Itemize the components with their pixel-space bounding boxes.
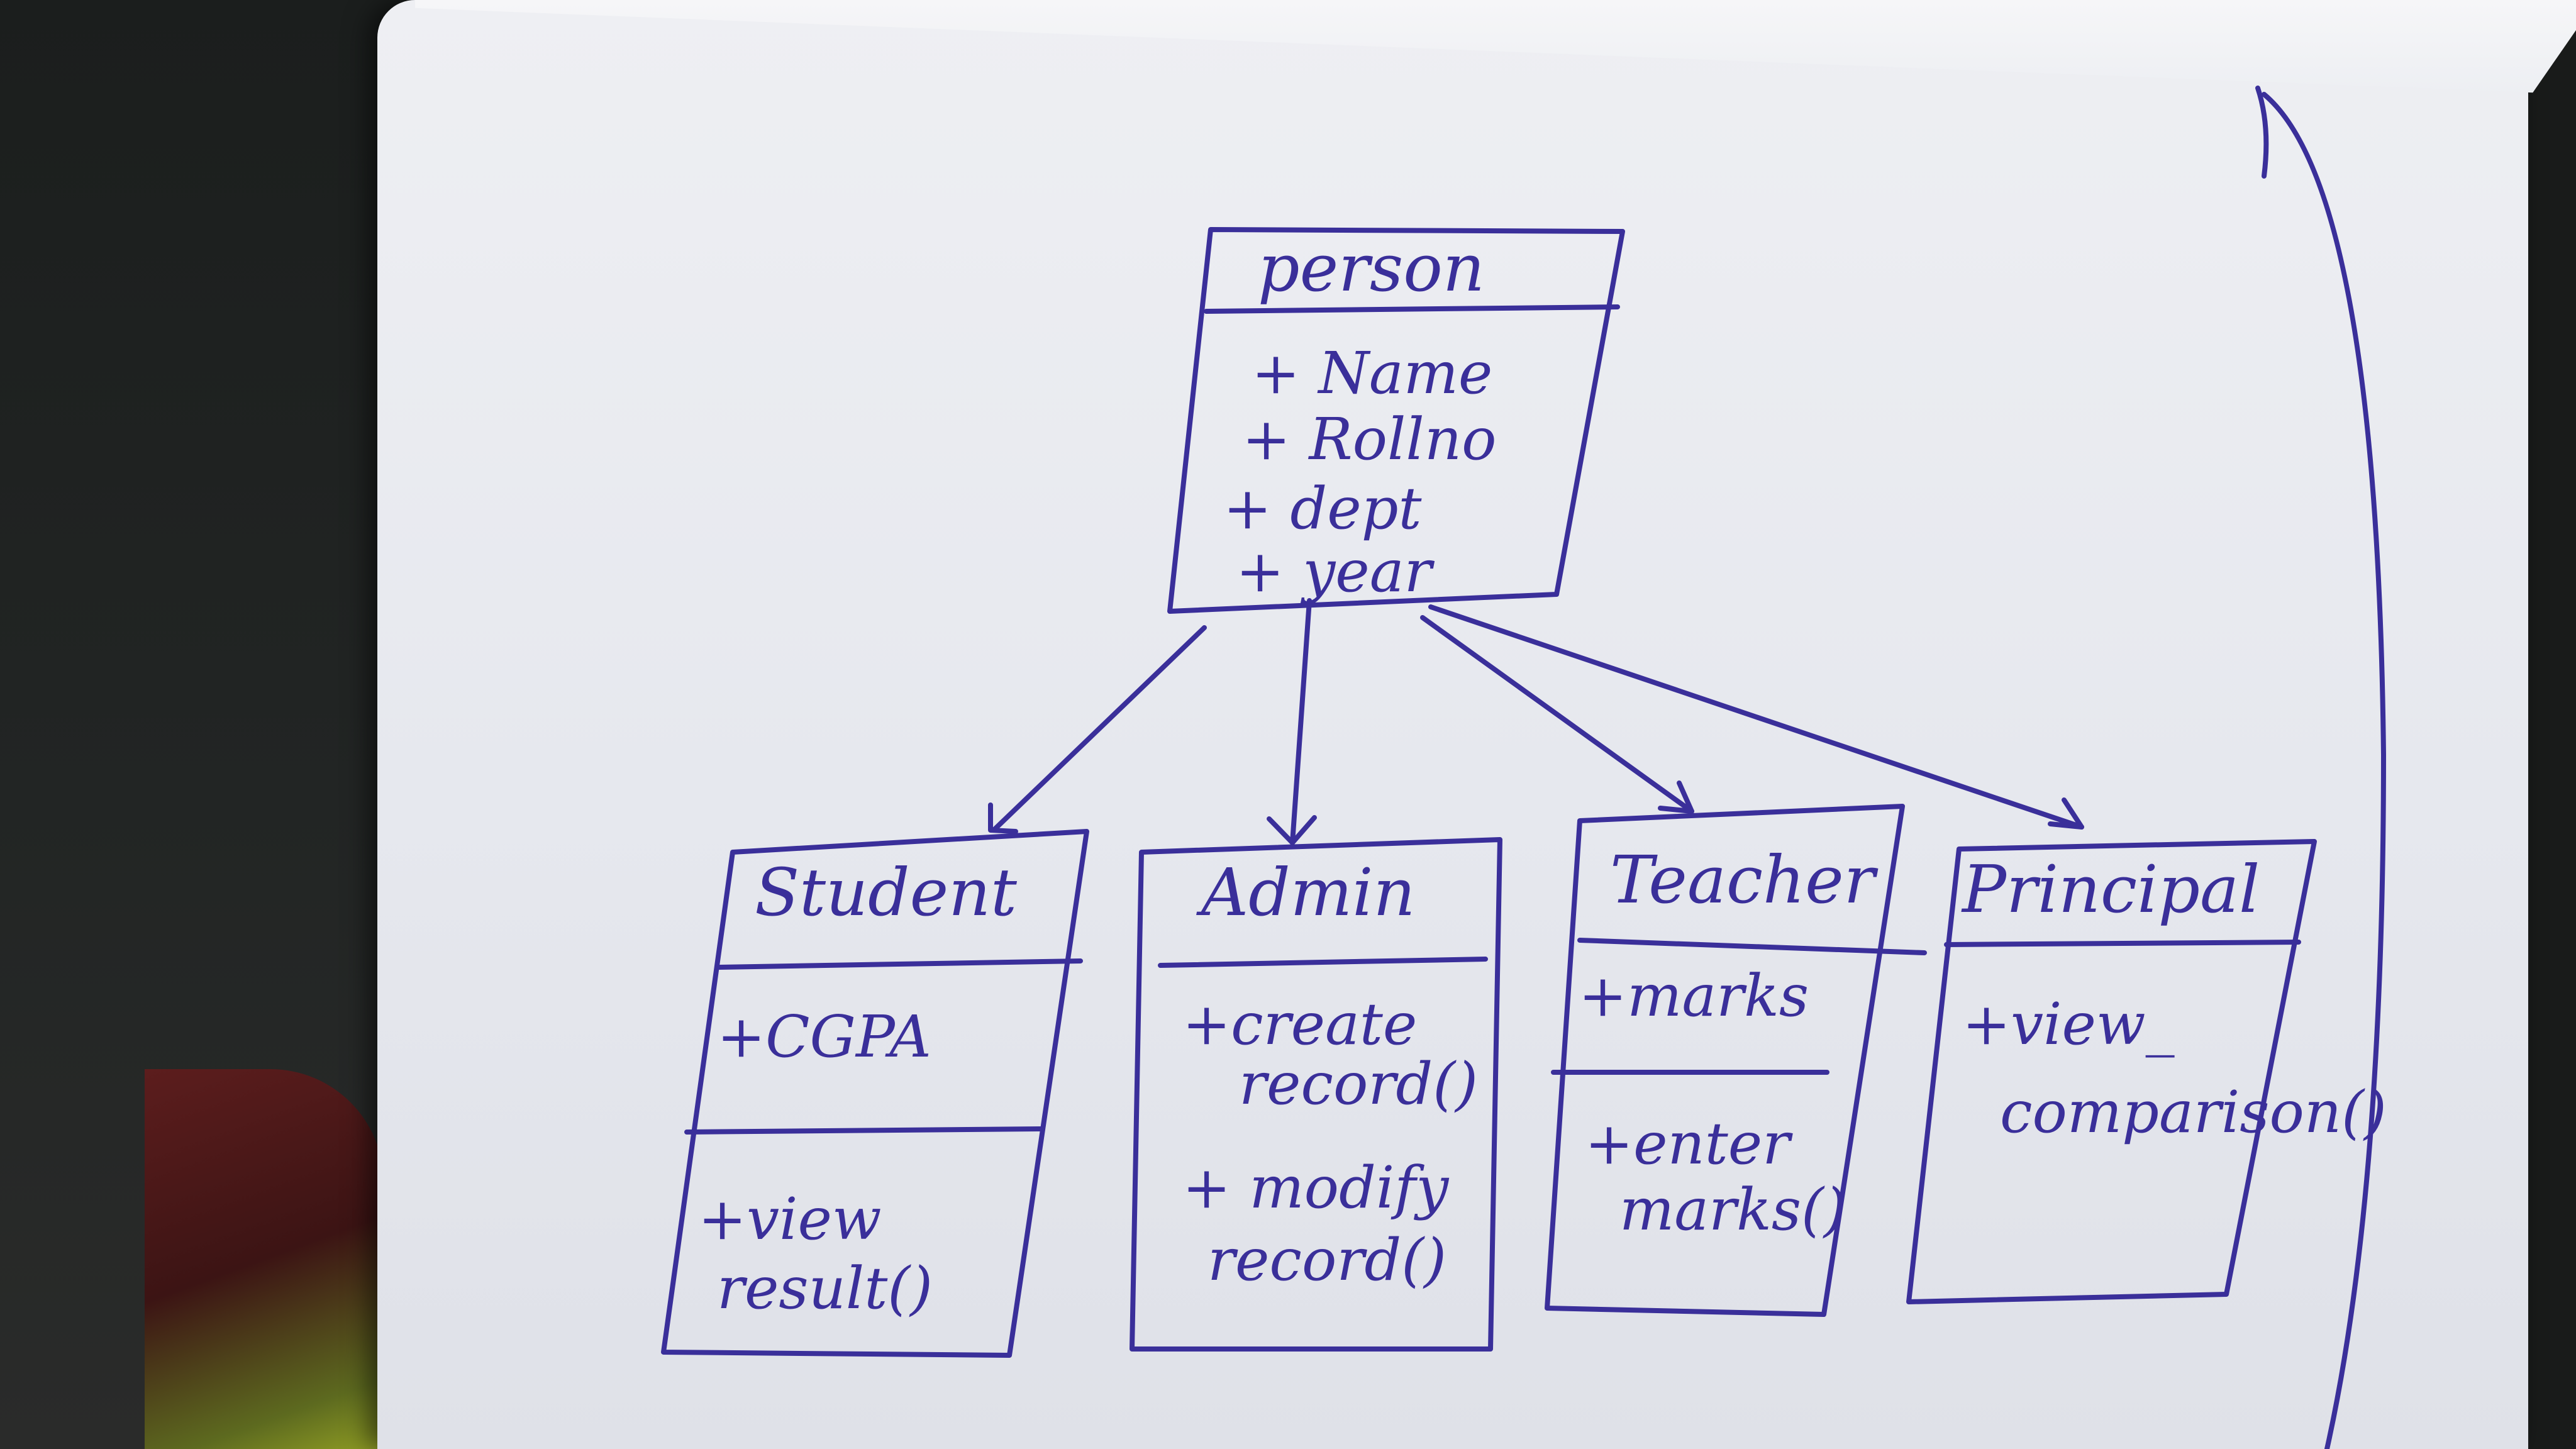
- person-attribute-name: + Name: [1252, 340, 1492, 407]
- arrowhead-principal: [2048, 797, 2084, 830]
- fabric-in-background: [145, 1069, 384, 1449]
- person-title-divider: [1204, 304, 1620, 314]
- principal-method-view: +view_: [1962, 991, 2175, 1058]
- principal-method-comparison: comparison(): [2000, 1079, 2387, 1146]
- admin-method-record-1: record(): [1239, 1050, 1478, 1118]
- teacher-attribute-marks: +marks: [1579, 962, 1809, 1030]
- inheritance-arrows: [988, 598, 2084, 845]
- principal-class-title: Principal: [1961, 851, 2260, 928]
- person-attribute-year: + year: [1236, 538, 1435, 605]
- student-title-divider: [714, 958, 1083, 970]
- arrowhead-admin: [1267, 815, 1317, 845]
- admin-class-box: Admin +create record() + modify record(): [1130, 837, 1502, 1352]
- admin-class-title: Admin: [1196, 854, 1416, 931]
- student-attr-divider: [684, 1126, 1043, 1135]
- student-class-title: Student: [755, 854, 1017, 931]
- principal-box-outline: [1906, 839, 2317, 1304]
- teacher-method-marks: marks(): [1619, 1176, 1846, 1243]
- principal-class-box: Principal +view_ comparison(): [1906, 839, 2387, 1304]
- admin-title-divider: [1158, 957, 1488, 968]
- admin-method-create: +create: [1182, 991, 1417, 1058]
- teacher-class-title: Teacher: [1610, 841, 1879, 918]
- person-class-box: person + Name + Rollno + dept + year: [1167, 227, 1625, 614]
- arrow-person-to-student: [991, 625, 1207, 833]
- student-class-box: Student +CGPA +view result(): [661, 829, 1089, 1358]
- admin-method-record-2: record(): [1208, 1226, 1446, 1294]
- teacher-method-enter: +enter: [1585, 1110, 1793, 1177]
- person-attribute-rollno: + Rollno: [1242, 406, 1496, 473]
- arrowhead-teacher: [1658, 780, 1694, 814]
- person-attribute-dept: + dept: [1223, 475, 1423, 542]
- student-method-view: +view: [698, 1185, 882, 1253]
- student-attribute-cgpa: +CGPA: [717, 1003, 931, 1070]
- student-box-outline: [661, 829, 1089, 1358]
- teacher-title-divider: [1577, 938, 1927, 955]
- arrow-person-to-admin: [1290, 598, 1312, 845]
- teacher-class-box: Teacher +marks +enter marks(): [1545, 804, 1927, 1317]
- admin-method-modify: + modify: [1182, 1154, 1449, 1221]
- person-class-title: person: [1258, 230, 1485, 306]
- notebook-page: [377, 0, 2528, 1449]
- principal-title-divider: [1944, 940, 2301, 947]
- page-corner-mark: [2255, 86, 2269, 179]
- arrow-person-to-teacher: [1420, 615, 1694, 814]
- page-edge-line: [2262, 92, 2386, 1449]
- teacher-box-outline: [1545, 804, 1905, 1317]
- arrow-person-to-principal: [1428, 604, 2084, 830]
- arrowhead-student: [988, 802, 1018, 834]
- person-box-outline: [1167, 227, 1625, 614]
- admin-box-outline: [1130, 837, 1502, 1352]
- student-method-result: result(): [717, 1255, 933, 1322]
